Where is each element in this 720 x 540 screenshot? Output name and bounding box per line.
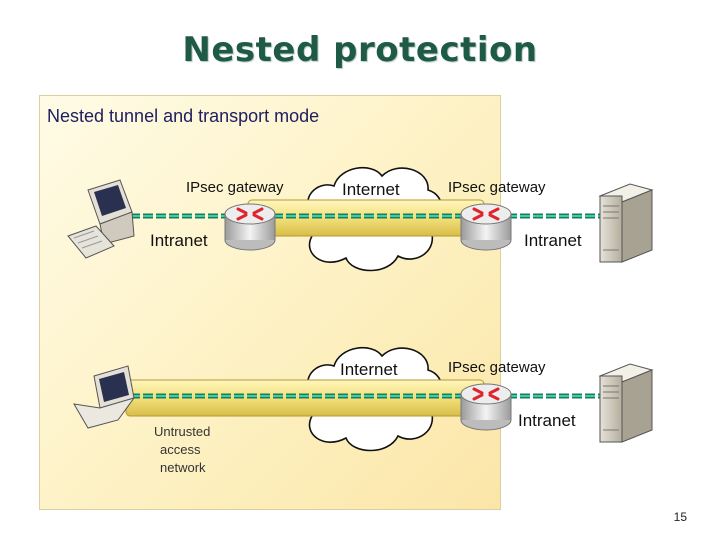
label-line: Untrusted — [154, 424, 211, 439]
desktop-computer-icon — [67, 179, 135, 259]
page-number: 15 — [673, 510, 687, 524]
router-icon — [460, 383, 512, 431]
router-icon — [460, 203, 512, 251]
server-icon — [598, 363, 654, 443]
label-ipsec-gateway-left: IPsec gateway — [186, 179, 284, 196]
label-internet-top: Internet — [342, 180, 400, 199]
label-line: network — [160, 460, 206, 475]
label-intranet-bottom: Intranet — [518, 411, 576, 430]
slide-title: Nested protection — [182, 30, 538, 70]
label-ipsec-gateway-right: IPsec gateway — [448, 179, 546, 196]
label-line: access — [160, 442, 201, 457]
label-intranet-right: Intranet — [524, 231, 582, 250]
label-untrusted-network: Untrusted access network — [154, 423, 210, 477]
diagram-panel — [39, 95, 501, 510]
laptop-icon — [73, 365, 136, 429]
server-icon — [598, 183, 654, 263]
label-ipsec-gateway-bottom: IPsec gateway — [448, 359, 546, 376]
label-intranet-left: Intranet — [150, 231, 208, 250]
router-icon — [224, 203, 276, 251]
panel-title: Nested tunnel and transport mode — [47, 106, 320, 126]
label-internet-bottom: Internet — [340, 360, 398, 379]
